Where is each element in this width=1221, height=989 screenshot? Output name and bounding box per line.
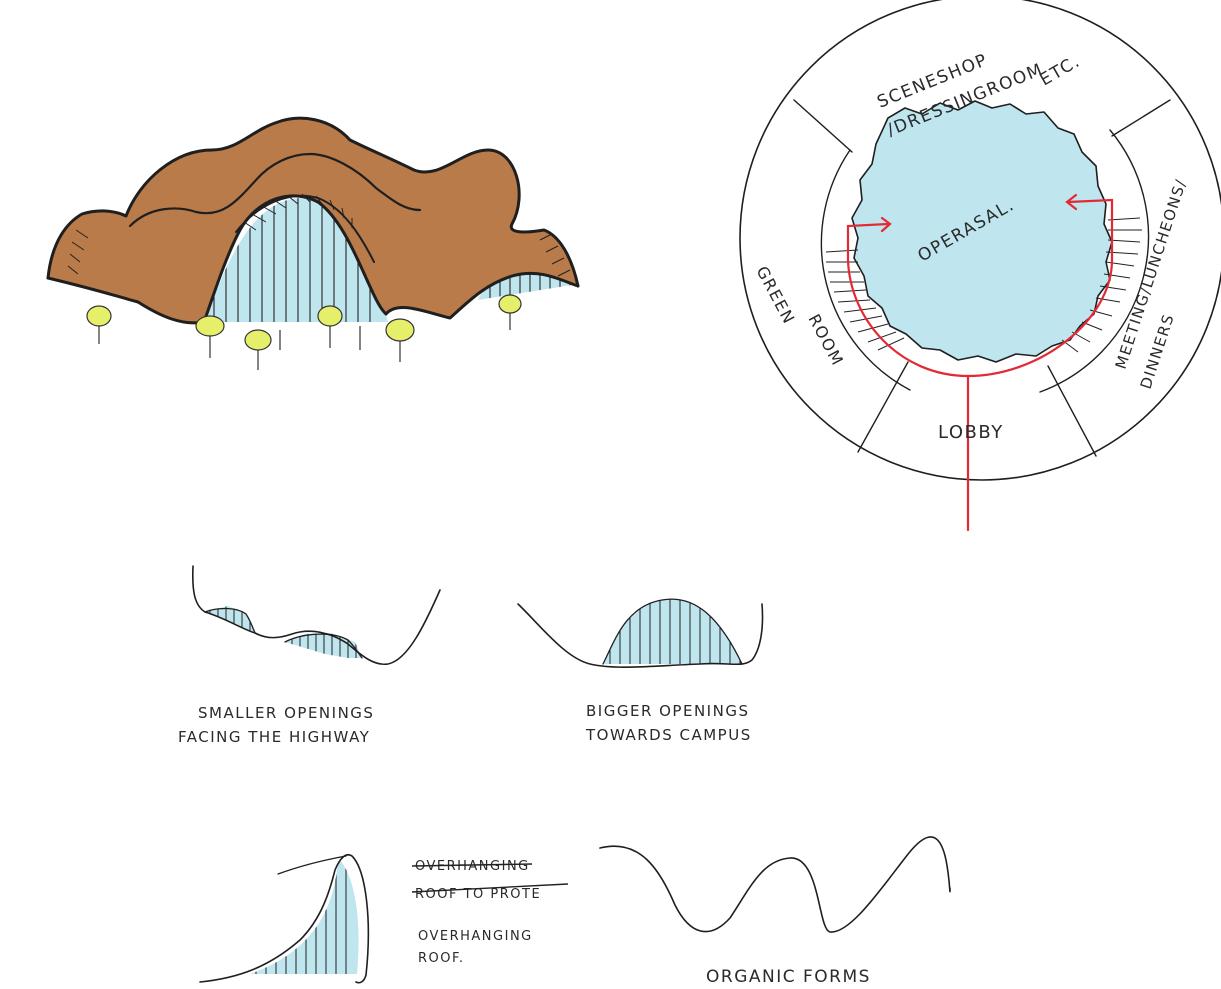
label-etc: ETC. — [1037, 51, 1085, 90]
note-overhanging: OVERHANGING — [418, 929, 533, 944]
circular-floor-plan: SCENESHOP /DRESSINGROOM ETC. MEETING/LUN… — [740, 0, 1221, 530]
struck-note-overhanging: OVERHANGING — [415, 859, 530, 874]
caption-towards-campus: TOWARDS CAMPUS — [585, 726, 752, 744]
caption-bigger-openings: BIGGER OPENINGS — [586, 702, 749, 720]
caption-smaller-openings: SMALLER OPENINGS — [198, 704, 374, 722]
section-smaller-openings: SMALLER OPENINGS FACING THE HIGHWAY — [178, 566, 440, 746]
section-bigger-openings: BIGGER OPENINGS TOWARDS CAMPUS — [518, 590, 763, 744]
label-green: GREEN — [752, 263, 798, 328]
label-room: ROOM — [804, 311, 847, 369]
label-lobby: LOBBY — [938, 422, 1004, 443]
note-roof: ROOF. — [418, 951, 465, 966]
roof-perspective-sketch — [22, 80, 614, 410]
section-overhanging-roof: OVERHANGING ROOF TO PROTE OVERHANGING RO… — [200, 850, 568, 983]
label-organic-forms: ORGANIC FORMS — [706, 967, 871, 987]
organic-forms-sketch: ORGANIC FORMS — [600, 837, 950, 987]
caption-facing-highway: FACING THE HIGHWAY — [178, 728, 370, 746]
